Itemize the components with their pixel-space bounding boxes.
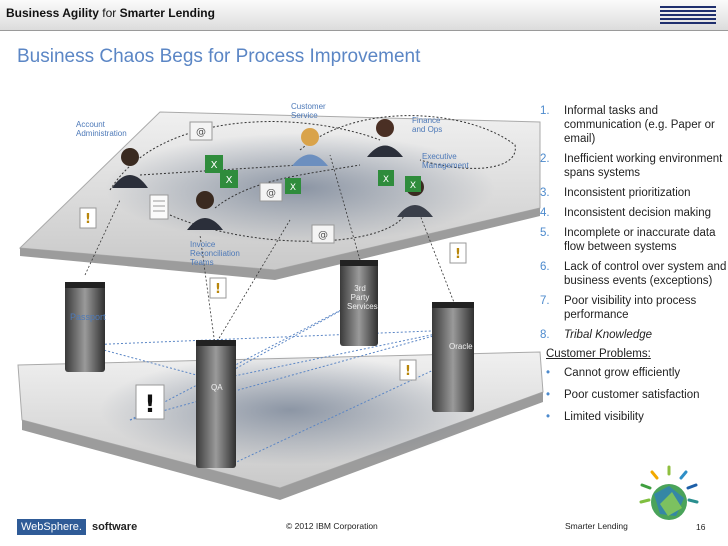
account-admin-person-icon: [112, 148, 148, 188]
svg-text:!: !: [145, 390, 156, 418]
list-item: 4.Inconsistent decision making: [540, 207, 712, 219]
customer-service-person-icon: [292, 128, 328, 166]
svg-text:@: @: [266, 188, 276, 199]
exception-warning-icon: !: [449, 242, 467, 264]
page-title: Business Chaos Begs for Process Improvem…: [17, 46, 421, 67]
excel-icon: X: [220, 170, 238, 188]
problems-list: 1.Informal tasks and communication (e.g.…: [540, 104, 728, 432]
list-item: 6.Lack of control over system and busine…: [540, 261, 727, 287]
oracle-label: Oracle: [449, 342, 473, 351]
exception-warning-icon: !: [399, 359, 417, 381]
list-item: •Limited visibility: [546, 411, 644, 423]
list-item: 2.Inefficient working environment spans …: [540, 153, 723, 179]
header-title: Business Agility for Smarter Lending: [6, 6, 215, 20]
list-item: 8.Tribal Knowledge: [540, 329, 653, 341]
passport-label: Passport: [70, 312, 106, 322]
paper-document-icon: [149, 194, 169, 220]
svg-text:X: X: [290, 183, 296, 193]
customer-problems-heading: Customer Problems:: [546, 348, 651, 360]
list-item: 5.Incomplete or inaccurate data flow bet…: [540, 227, 716, 253]
finance-ops-person-icon: [367, 119, 403, 157]
process-chaos-diagram: @ @ @ X X X X X ! ! ! ! !: [17, 111, 544, 500]
exception-warning-icon: !: [209, 277, 227, 299]
email-icon: @: [189, 121, 213, 141]
qa-label: QA: [211, 383, 223, 392]
exception-warning-icon: !: [79, 207, 97, 229]
footer-smarter-lending: Smarter Lending: [565, 521, 628, 531]
list-item: •Cannot grow efficiently: [546, 367, 681, 379]
exception-warning-icon: !: [135, 384, 165, 420]
excel-icon: X: [378, 170, 394, 186]
svg-text:!: !: [455, 247, 461, 262]
svg-text:!: !: [85, 212, 91, 227]
ibm-logo-text: IBM: [668, 3, 708, 27]
svg-text:@: @: [196, 127, 206, 138]
svg-text:!: !: [215, 282, 221, 297]
svg-text:X: X: [410, 181, 416, 191]
header-bar: Business Agility for Smarter Lending IBM: [0, 0, 728, 31]
invoice-person-icon: [187, 191, 223, 230]
page-number: 16: [696, 522, 706, 532]
list-item: •Poor customer satisfaction: [546, 389, 700, 401]
list-item: 1.Informal tasks and communication (e.g.…: [540, 105, 715, 145]
excel-icon: X: [285, 178, 301, 194]
svg-text:@: @: [318, 230, 328, 241]
passport-server-icon: [65, 282, 105, 372]
ibm-logo: IBM: [660, 3, 716, 27]
list-item: 7.Poor visibility into process performan…: [540, 295, 697, 321]
qa-server-icon: [196, 340, 236, 468]
excel-icon: X: [205, 155, 223, 173]
smarter-planet-logo: [639, 465, 699, 520]
copyright-text: © 2012 IBM Corporation: [286, 521, 378, 531]
websphere-logo: WebSphere.software: [17, 518, 137, 535]
excel-icon: X: [405, 176, 421, 192]
email-icon: @: [259, 182, 283, 202]
list-item: 3.Inconsistent prioritization: [540, 187, 691, 199]
svg-text:X: X: [211, 160, 218, 171]
third-party-server-icon: [340, 260, 378, 346]
email-icon: @: [311, 224, 335, 244]
svg-text:X: X: [383, 175, 389, 185]
svg-text:!: !: [405, 364, 411, 379]
oracle-server-icon: [432, 302, 474, 412]
svg-text:X: X: [226, 175, 233, 186]
